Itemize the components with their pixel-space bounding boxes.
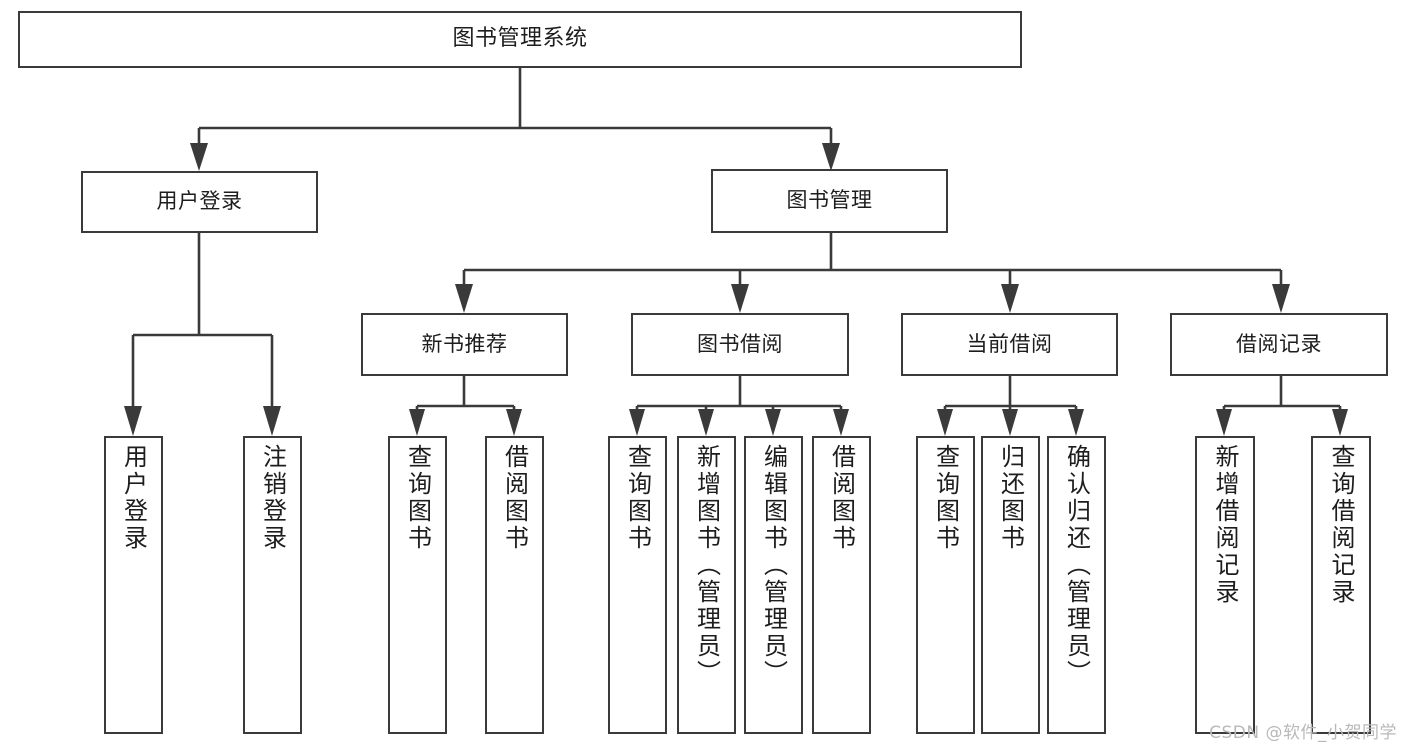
- arrow-bb-leaf-1: [698, 409, 714, 436]
- node-current-borrow[interactable]: 当前借阅: [901, 313, 1118, 376]
- arrow-br-leaf-1: [1332, 409, 1348, 436]
- node-leaf-logout-login[interactable]: 注销登录: [243, 436, 302, 734]
- node-leaf-return-book[interactable]: 归还图书: [981, 436, 1040, 734]
- node-root-label: 图书管理系统: [452, 26, 588, 52]
- node-leaf-query-record[interactable]: 查询借阅记录: [1311, 436, 1371, 734]
- node-leaf-query-book-3[interactable]: 查询图书: [916, 436, 975, 734]
- arrow-cb-leaf-2: [1068, 409, 1084, 436]
- node-current-borrow-label: 当前借阅: [966, 331, 1053, 356]
- node-leaf-add-record-label: 新增借阅记录: [1211, 444, 1239, 606]
- arrow-leaf-logout-login: [263, 406, 281, 436]
- node-user-login-label: 用户登录: [156, 189, 243, 214]
- node-leaf-query-book-1[interactable]: 查询图书: [388, 436, 447, 734]
- arrow-nbr-leaf-1: [506, 409, 522, 436]
- arrow-cb-leaf-0: [937, 409, 953, 436]
- arrow-cb-leaf-1: [1002, 409, 1018, 436]
- arrow-new-book-recommend: [455, 284, 473, 313]
- node-leaf-add-book-label: 新增图书（管理员）: [692, 444, 721, 687]
- arrow-leaf-user-login: [124, 406, 142, 436]
- node-leaf-add-record[interactable]: 新增借阅记录: [1195, 436, 1255, 734]
- node-leaf-query-book-2-label: 查询图书: [623, 444, 652, 552]
- csdn-watermark: CSDN @软件_小贺同学: [1209, 723, 1397, 743]
- node-user-login[interactable]: 用户登录: [81, 171, 318, 233]
- arrow-bb-leaf-2: [765, 409, 781, 436]
- node-book-manage[interactable]: 图书管理: [711, 169, 948, 233]
- node-leaf-query-book-3-label: 查询图书: [931, 444, 960, 552]
- node-leaf-borrow-book-1-label: 借阅图书: [500, 444, 529, 552]
- arrow-bb-leaf-0: [629, 409, 645, 436]
- node-new-book-recommend-label: 新书推荐: [421, 331, 508, 356]
- node-book-borrow[interactable]: 图书借阅: [631, 313, 849, 376]
- node-leaf-borrow-book-2[interactable]: 借阅图书: [812, 436, 871, 734]
- node-leaf-edit-book-label: 编辑图书（管理员）: [759, 444, 788, 687]
- node-root[interactable]: 图书管理系统: [18, 11, 1022, 68]
- node-leaf-add-book[interactable]: 新增图书（管理员）: [677, 436, 736, 734]
- node-book-manage-label: 图书管理: [786, 188, 873, 213]
- arrow-user-login: [190, 143, 208, 171]
- node-new-book-recommend[interactable]: 新书推荐: [361, 313, 568, 376]
- arrow-br-leaf-0: [1216, 409, 1232, 436]
- node-leaf-confirm-return-label: 确认归还（管理员）: [1062, 444, 1091, 687]
- node-leaf-return-book-label: 归还图书: [996, 444, 1025, 552]
- node-leaf-query-book-2[interactable]: 查询图书: [608, 436, 667, 734]
- arrow-nbr-leaf-0: [409, 409, 425, 436]
- node-leaf-confirm-return[interactable]: 确认归还（管理员）: [1047, 436, 1106, 734]
- arrow-book-borrow: [731, 284, 749, 313]
- node-leaf-borrow-book-2-label: 借阅图书: [827, 444, 856, 552]
- node-leaf-query-record-label: 查询借阅记录: [1327, 444, 1355, 606]
- node-borrow-record-label: 借阅记录: [1236, 331, 1322, 356]
- arrow-borrow-record: [1272, 284, 1290, 313]
- node-book-borrow-label: 图书借阅: [697, 331, 783, 356]
- node-leaf-borrow-book-1[interactable]: 借阅图书: [485, 436, 544, 734]
- node-leaf-query-book-1-label: 查询图书: [403, 444, 432, 552]
- node-leaf-logout-login-label: 注销登录: [258, 444, 287, 552]
- node-borrow-record[interactable]: 借阅记录: [1170, 313, 1388, 376]
- node-leaf-user-login[interactable]: 用户登录: [104, 436, 163, 734]
- node-leaf-user-login-label: 用户登录: [119, 444, 148, 552]
- node-leaf-edit-book[interactable]: 编辑图书（管理员）: [744, 436, 803, 734]
- arrow-current-borrow: [1001, 284, 1019, 313]
- arrow-book-manage: [822, 143, 840, 171]
- arrow-bb-leaf-3: [833, 409, 849, 436]
